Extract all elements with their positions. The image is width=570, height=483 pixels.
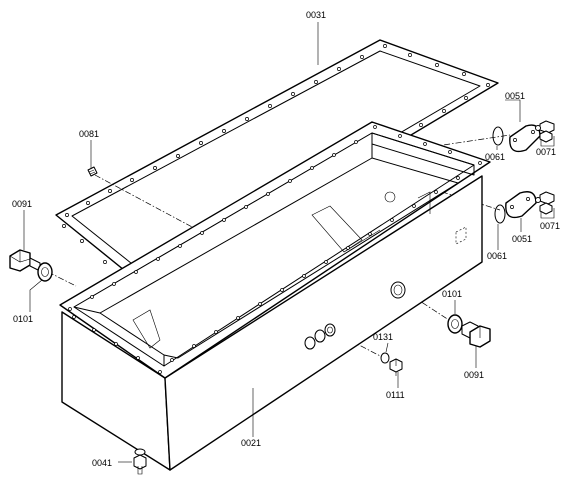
label-0071-lower: 0071: [540, 221, 560, 231]
drain-plug-0091-right: [461, 321, 491, 348]
label-0021: 0021: [241, 438, 261, 448]
stud-0081: [87, 166, 98, 177]
label-0081: 0081: [79, 129, 99, 139]
gasket-0031: [55, 39, 499, 292]
label-0111: 0111: [386, 390, 405, 400]
washer-0101-left: [37, 262, 53, 282]
bolt-0041: [133, 448, 147, 475]
bolts-0071-upper: [535, 120, 555, 143]
label-0061-upper: 0061: [485, 152, 505, 162]
oil-pan-0021: [59, 121, 491, 471]
label-0131: 0131: [373, 332, 393, 342]
pan-rim-bolt-holes: [68, 125, 482, 374]
label-0061-lower: 0061: [487, 251, 507, 261]
leader-lines: [23, 22, 555, 463]
plug-0111: [389, 358, 403, 376]
label-0091-left: 0091: [12, 199, 32, 209]
o-ring-0061-lower: [494, 204, 506, 224]
o-ring-0061-upper: [492, 126, 504, 146]
label-0031: 0031: [306, 10, 326, 20]
label-0091-right: 0091: [464, 370, 484, 380]
washer-0101-right: [447, 314, 463, 334]
label-0041: 0041: [92, 458, 112, 468]
washer-0131: [380, 352, 390, 364]
label-0101-left: 0101: [13, 314, 33, 324]
bolts-0071-lower: [535, 191, 555, 215]
pan-side-ports: [304, 281, 406, 350]
cover-plate-0051-lower: [505, 191, 537, 219]
part-number-labels: 0031 0081 0051 0061 0071 0051 0061 0071 …: [12, 10, 560, 468]
label-0071-upper: 0071: [536, 147, 556, 157]
label-0051-upper: 0051: [505, 91, 525, 101]
drain-plug-0091-left: [9, 249, 41, 272]
label-0101-right: 0101: [442, 289, 462, 299]
label-0051-lower: 0051: [512, 234, 532, 244]
